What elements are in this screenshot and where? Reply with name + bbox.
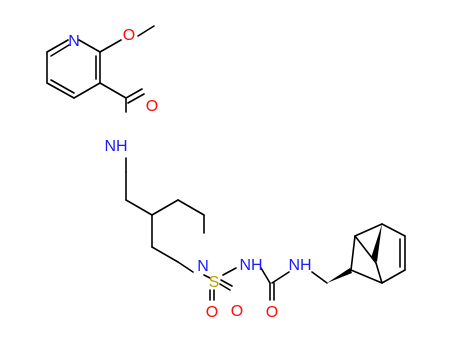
piperidine-ring bbox=[151, 199, 205, 273]
pyridine-nitrogen-label: N bbox=[68, 33, 80, 50]
amide-oxygen-label: O bbox=[146, 98, 158, 115]
methoxy-group bbox=[99, 25, 155, 53]
norbornene-ring bbox=[350, 223, 406, 284]
piperidine-nitrogen-label: N bbox=[197, 258, 209, 275]
urea-oxygen-label: O bbox=[266, 304, 278, 321]
ethyl-linker bbox=[125, 157, 153, 216]
amide-group bbox=[99, 82, 145, 113]
sulfur-label: S bbox=[209, 274, 220, 291]
sulfonyl-nh-label: NH bbox=[239, 257, 262, 274]
methoxy-oxygen-label: O bbox=[123, 27, 135, 44]
sulfonyl-oxygen-right-label: O bbox=[231, 303, 243, 320]
urea-nh-label: NH bbox=[288, 257, 311, 274]
sulfonyl-group bbox=[203, 267, 237, 301]
urea-group bbox=[260, 267, 290, 301]
methylene-linker bbox=[311, 268, 352, 284]
pyridine-ring bbox=[46, 39, 101, 99]
amide-nh-label: NH bbox=[104, 138, 127, 155]
sulfonyl-oxygen-left-label: O bbox=[206, 304, 218, 321]
